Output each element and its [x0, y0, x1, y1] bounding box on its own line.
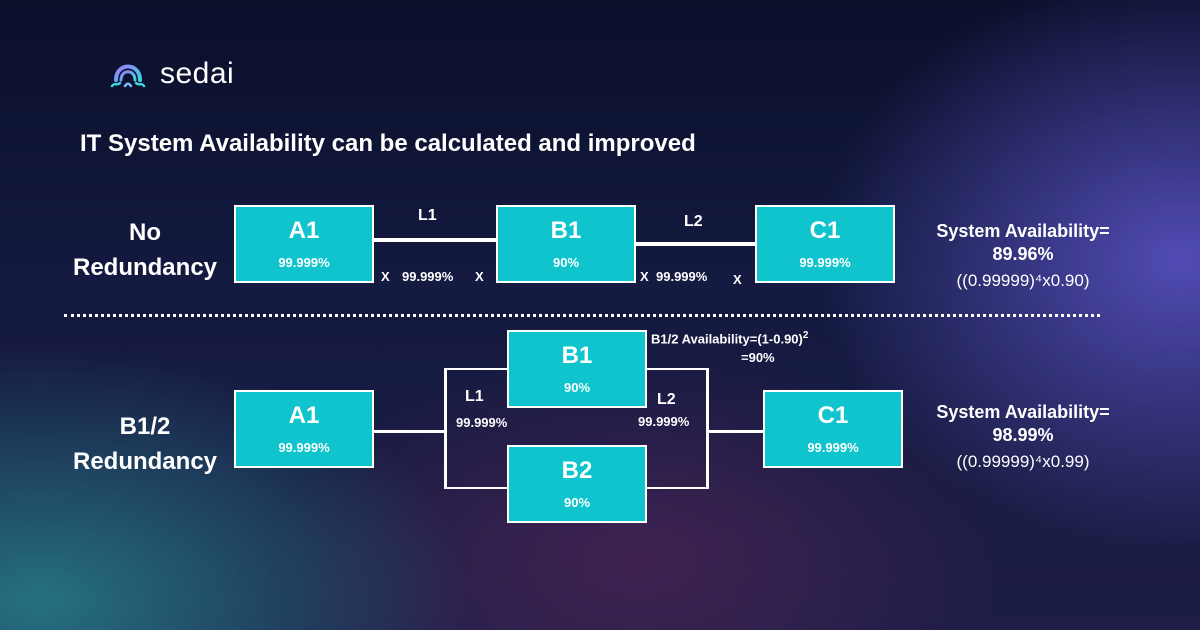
multiply-sign: X: [381, 269, 390, 284]
component-b2-name: B2: [561, 456, 593, 484]
component-b1: B1 90%: [496, 205, 636, 283]
b12-availability-result: =90%: [741, 350, 775, 365]
page-title: IT System Availability can be calculated…: [80, 130, 696, 157]
system-availability-no-redundancy: System Availability= 89.96% ((0.99999)⁴x…: [912, 221, 1134, 291]
component-a1-name: A1: [288, 401, 320, 429]
component-a1-value: 99.999%: [278, 439, 330, 455]
brand-logo: sedai: [108, 56, 234, 92]
parallel-right-top-line: [644, 368, 708, 370]
component-a1-redundant: A1 99.999%: [234, 390, 374, 468]
system-availability-title: System Availability=: [936, 402, 1110, 422]
component-c1-name: C1: [817, 401, 849, 429]
component-a1-name: A1: [288, 216, 320, 244]
system-availability-value: 89.96%: [992, 244, 1054, 264]
component-b1-redundant: B1 90%: [507, 330, 647, 408]
row-label-no-redundancy: No Redundancy: [72, 219, 218, 281]
link-l1-label: L1: [465, 388, 484, 405]
multiply-sign: X: [475, 269, 484, 284]
system-availability-title: System Availability=: [936, 221, 1110, 241]
link-a1-connector: [372, 430, 446, 433]
parallel-left-bottom-line: [444, 487, 510, 489]
component-b2-value: 90%: [563, 494, 591, 510]
parallel-left-bus: [444, 368, 447, 489]
system-availability-formula: ((0.99999)⁴x0.90): [956, 271, 1090, 290]
row-label-b12-redundancy: B1/2 Redundancy: [72, 413, 218, 475]
component-a1: A1 99.999%: [234, 205, 374, 283]
link-l1-value: 99.999%: [402, 269, 454, 284]
parallel-left-top-line: [444, 368, 510, 370]
system-availability-b12-redundancy: System Availability= 98.99% ((0.99999)⁴x…: [912, 402, 1134, 472]
link-l2-value: 99.999%: [638, 414, 690, 429]
link-l1-line: [372, 238, 498, 242]
component-c1-value: 99.999%: [799, 254, 851, 270]
component-c1-value: 99.999%: [807, 439, 859, 455]
link-l2-label: L2: [684, 213, 703, 230]
component-c1: C1 99.999%: [755, 205, 895, 283]
parallel-right-bus: [706, 368, 709, 489]
b12-formula-exponent: 2: [802, 330, 809, 341]
link-l1-value: 99.999%: [456, 415, 508, 430]
component-b1-value: 90%: [552, 254, 580, 270]
multiply-sign: X: [733, 272, 742, 287]
system-availability-formula: ((0.99999)⁴x0.99): [956, 452, 1090, 471]
section-divider: [64, 314, 1100, 317]
brand-name: sedai: [160, 57, 235, 90]
component-c1-redundant: C1 99.999%: [763, 390, 903, 468]
component-a1-value: 99.999%: [278, 254, 330, 270]
component-b1-name: B1: [550, 216, 582, 244]
link-l2-label: L2: [657, 391, 676, 408]
multiply-sign: X: [640, 269, 649, 284]
component-b1-value: 90%: [563, 379, 591, 395]
parallel-right-bottom-line: [644, 487, 708, 489]
b12-formula-main: B1/2 Availability=(1-0.90): [651, 331, 803, 347]
component-b1-name: B1: [561, 341, 593, 369]
component-c1-name: C1: [809, 216, 841, 244]
link-l2-line: [634, 242, 758, 246]
system-availability-value: 98.99%: [992, 425, 1054, 445]
link-c1-connector: [706, 430, 766, 433]
component-b2-redundant: B2 90%: [507, 445, 647, 523]
b12-availability-formula: B1/2 Availability=(1-0.90)2: [651, 330, 808, 346]
link-l1-label: L1: [418, 207, 437, 224]
sedai-logo-icon: [110, 64, 146, 88]
link-l2-value: 99.999%: [656, 269, 708, 284]
